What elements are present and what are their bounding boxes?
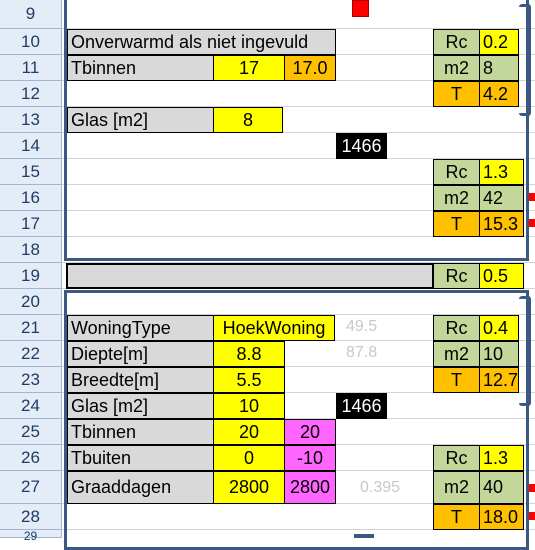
row-header[interactable]: 20 [0,289,62,315]
m2-label: m2 [433,471,480,504]
m2-label: m2 [433,55,480,81]
rc-input[interactable]: 1.3 [479,445,524,471]
t-value: 12.7 [479,367,519,393]
t-value: 15.3 [479,211,524,237]
rc-label: Rc [433,29,480,55]
row-header[interactable]: 29 [0,530,62,542]
rc-label: Rc [433,159,480,185]
blue-handle[interactable] [354,534,374,538]
tbinnen-label: Tbinnen [67,419,214,445]
red-marker [529,193,535,201]
row-header[interactable]: 26 [0,445,62,471]
diepte-label: Diepte[m] [67,341,214,367]
row-header[interactable]: 10 [0,29,62,55]
m2-value: 42 [479,185,524,211]
woningtype-select[interactable]: HoekWoning [213,315,335,341]
separator-bar [66,263,434,289]
tbuiten-label: Tbuiten [67,445,214,471]
tbinnen-input[interactable]: 20 [213,419,285,445]
ghost-value: 49.5 [346,318,378,335]
glas-input[interactable]: 8 [213,107,283,133]
t-value: 4.2 [479,81,519,107]
row-header[interactable]: 23 [0,367,62,393]
glas-input[interactable]: 10 [213,393,285,419]
m2-value: 8 [479,55,519,81]
rc-label: Rc [433,315,480,341]
graaddagen-computed: 2800 [284,471,336,504]
row-header[interactable]: 19 [0,263,62,289]
rc-label: Rc [433,445,480,471]
red-marker [529,219,535,227]
row-header[interactable]: 16 [0,185,62,211]
row-header[interactable]: 12 [0,81,62,107]
glas-label: Glas [m2] [67,107,214,133]
red-marker [529,484,535,492]
total-value: 1466 [336,133,387,159]
m2-value: 40 [479,471,524,504]
row-header[interactable]: 22 [0,341,62,367]
t-value: 18.0 [479,504,524,530]
red-marker [529,512,535,520]
row-header[interactable]: 17 [0,211,62,237]
glas-label: Glas [m2] [67,393,214,419]
row-header[interactable]: 24 [0,393,62,419]
row-header[interactable]: 9 [0,0,62,29]
rc-input[interactable]: 0.4 [479,315,519,341]
bracket-shape[interactable] [519,296,531,406]
rc-input[interactable]: 1.3 [479,159,524,185]
row-header[interactable]: 27 [0,471,62,504]
m2-label: m2 [433,341,480,367]
row-header[interactable]: 15 [0,159,62,185]
tbuiten-input[interactable]: 0 [213,445,285,471]
tbinnen-computed: 17.0 [284,55,336,81]
breedte-input[interactable]: 5.5 [213,367,285,393]
graaddagen-label: Graaddagen [67,471,214,504]
graaddagen-input[interactable]: 2800 [213,471,285,504]
onverwarmd-label: Onverwarmd als niet ingevuld [67,29,336,55]
t-label: T [433,81,480,107]
tbinnen-input[interactable]: 17 [213,55,285,81]
m2-value: 10 [479,341,519,367]
row-header[interactable]: 28 [0,504,62,530]
row-header[interactable]: 13 [0,107,62,133]
block1-frame [64,0,529,261]
woningtype-label: WoningType [67,315,214,341]
row-header[interactable]: 18 [0,237,62,263]
t-label: T [433,367,480,393]
t-label: T [433,504,480,530]
diepte-input[interactable]: 8.8 [213,341,285,367]
tbuiten-computed: -10 [284,445,336,471]
bracket-shape[interactable] [519,4,531,116]
rc-label: Rc [433,263,480,289]
breedte-label: Breedte[m] [67,367,214,393]
row-header[interactable]: 21 [0,315,62,341]
red-handle[interactable] [352,0,369,17]
total-value: 1466 [336,393,387,419]
row-header[interactable]: 14 [0,133,62,159]
m2-label: m2 [433,185,480,211]
row-header[interactable]: 11 [0,55,62,81]
tbinnen-label: Tbinnen [67,55,214,81]
ghost-value: 87.8 [346,344,378,361]
tbinnen-computed: 20 [284,419,336,445]
rc-input[interactable]: 0.5 [479,263,524,289]
t-label: T [433,211,480,237]
row-header[interactable]: 25 [0,419,62,445]
rc-input[interactable]: 0.2 [479,29,519,55]
ghost-value: 0.395 [360,479,401,496]
